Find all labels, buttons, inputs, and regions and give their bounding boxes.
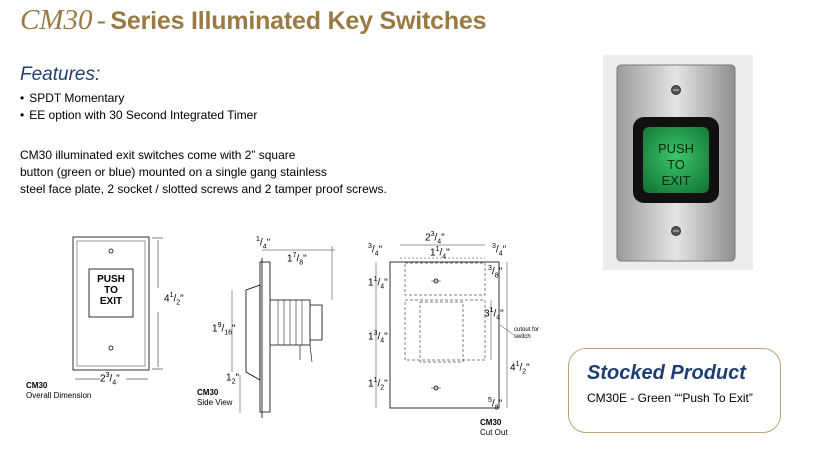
side-view-drawing xyxy=(231,246,335,418)
description-line: button (green or blue) mounted on a sing… xyxy=(20,165,327,179)
side-body-dimension: 19/16" xyxy=(212,322,236,337)
cutout-v2-dimension: 13/4" xyxy=(368,330,388,345)
cutout-right-dimension: 3/4" xyxy=(492,243,507,258)
stocked-product-box: Stocked Product CM30E - Green ““Push To … xyxy=(568,348,781,433)
cutout-left-dimension: 3/4" xyxy=(368,243,383,258)
features-heading: Features: xyxy=(20,64,101,85)
cutout-r2-dimension: 31/4" xyxy=(484,307,504,322)
product-description: CM30 illuminated exit switches come with… xyxy=(20,147,440,198)
green-button xyxy=(643,127,709,193)
cutout-v1-dimension: 11/4" xyxy=(368,276,388,291)
title-dash: - xyxy=(96,5,106,35)
cutout-caption: CM30 Cut Out xyxy=(480,418,508,437)
cutout-r4-dimension: 5/8" xyxy=(488,397,503,412)
side-depth-dimension: 17/8" xyxy=(287,252,307,267)
photo-button-text: PUSH xyxy=(658,141,694,156)
description-line: CM30 illuminated exit switches come with… xyxy=(20,148,296,162)
side-caption: CM30 Side View xyxy=(197,388,233,407)
front-caption: CM30 Overall Dimension xyxy=(26,381,92,400)
front-height-dimension: 41/2" xyxy=(164,292,184,307)
cutout-drawing xyxy=(375,244,515,409)
title-model: CM30 xyxy=(20,4,93,36)
stocked-product-heading: Stocked Product xyxy=(587,362,746,384)
feature-item: EE option with 30 Second Integrated Time… xyxy=(20,107,257,124)
front-button-label: PUSH TO EXIT xyxy=(97,274,125,307)
photo-button-text: EXIT xyxy=(662,173,691,188)
title-series: Series Illuminated Key Switches xyxy=(110,7,487,35)
cutout-overall-dimension: 23/4" xyxy=(425,231,445,246)
product-photo-svg: PUSH TO EXIT xyxy=(616,64,736,262)
cutout-annotation: cutout for switch xyxy=(514,327,540,340)
cutout-r3-dimension: 41/2" xyxy=(510,361,530,376)
stocked-product-text: CM30E - Green ““Push To Exit” xyxy=(587,391,753,405)
page-title: CM30 - Series Illuminated Key Switches xyxy=(20,4,487,37)
front-view-drawing xyxy=(72,236,163,380)
cutout-mid-dimension: 11/4" xyxy=(430,246,450,261)
features-list: SPDT Momentary EE option with 30 Second … xyxy=(20,90,257,124)
cutout-r1-dimension: 3/8" xyxy=(488,265,503,280)
front-width-dimension: 23/4" xyxy=(100,372,120,387)
side-bottom-dimension: 12" xyxy=(226,372,240,386)
product-photo: PUSH TO EXIT xyxy=(603,55,753,270)
feature-item: SPDT Momentary xyxy=(20,90,257,107)
photo-button-text: TO xyxy=(667,157,685,172)
cutout-v3-dimension: 11/2" xyxy=(368,377,388,392)
side-plate-dimension: 1/4" xyxy=(256,236,271,251)
description-line: steel face plate, 2 socket / slotted scr… xyxy=(20,182,387,196)
